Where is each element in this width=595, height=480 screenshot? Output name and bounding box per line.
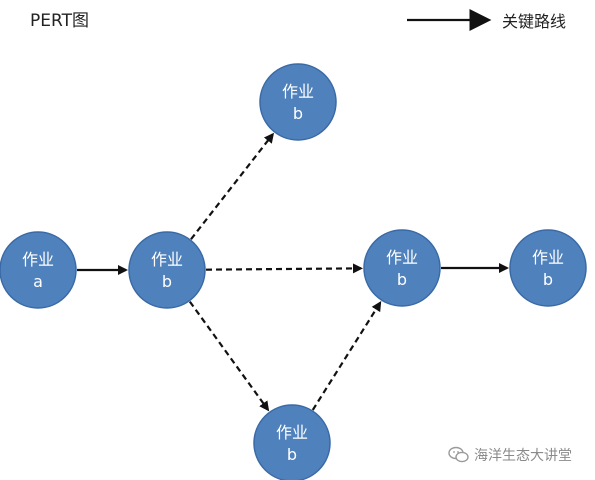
- node-label-line2: b: [543, 270, 553, 289]
- node-label-line2: b: [397, 270, 407, 289]
- node-label-line2: a: [33, 272, 43, 291]
- nodes-layer: 作业 a 作业 b 作业 b 作业 b 作业 b 作业 b: [0, 63, 587, 480]
- node-circle: [259, 63, 337, 141]
- legend: 关键路线: [405, 8, 585, 32]
- node-label-line1: 作业: [151, 250, 183, 269]
- edge-n6-n4: [311, 301, 382, 411]
- node-label-line1: 作业: [532, 248, 564, 267]
- node-n3: 作业 b: [259, 63, 337, 141]
- node-circle: [0, 231, 77, 309]
- edge-n2-n4: [205, 263, 364, 274]
- edges-layer: [77, 132, 509, 412]
- node-circle: [509, 229, 587, 307]
- edge-n2-n6: [188, 300, 270, 412]
- node-n1: 作业 a: [0, 231, 77, 309]
- watermark-text: 海洋生态大讲堂: [474, 448, 572, 464]
- node-circle: [363, 229, 441, 307]
- node-label-line1: 作业: [282, 82, 314, 101]
- wechat-icon: [448, 446, 469, 463]
- node-n2: 作业 b: [128, 231, 206, 309]
- node-label-line2: b: [287, 445, 297, 464]
- page-title: PERT图: [30, 11, 89, 31]
- node-n4: 作业 b: [363, 229, 441, 307]
- edge-n2-n3: [190, 132, 275, 240]
- node-label-line1: 作业: [386, 248, 418, 267]
- node-label-line2: b: [162, 272, 172, 291]
- node-label-line2: b: [293, 104, 303, 123]
- node-label-line1: 作业: [22, 250, 54, 269]
- node-circle: [253, 404, 331, 480]
- legend-label: 关键路线: [502, 12, 567, 31]
- node-n5: 作业 b: [509, 229, 587, 307]
- watermark: 海洋生态大讲堂: [448, 444, 572, 466]
- node-n6: 作业 b: [253, 404, 331, 480]
- legend-arrow-icon: [407, 9, 492, 31]
- node-circle: [128, 231, 206, 309]
- node-label-line1: 作业: [276, 423, 308, 442]
